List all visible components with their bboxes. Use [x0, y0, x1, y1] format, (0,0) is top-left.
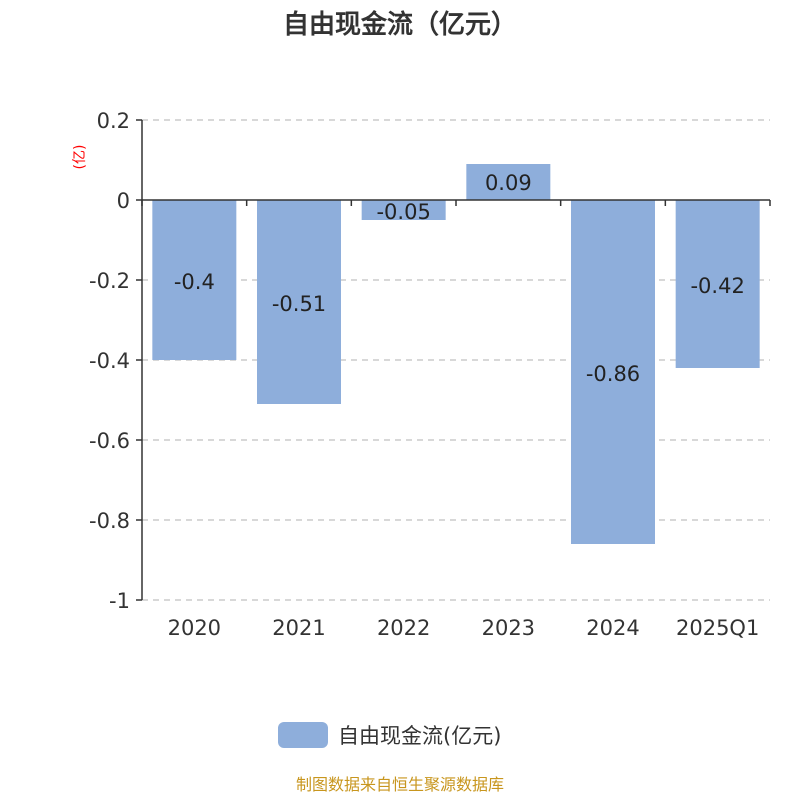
legend-swatch — [278, 722, 328, 748]
bar-2021 — [257, 200, 341, 404]
data-label: -0.05 — [376, 200, 430, 224]
legend[interactable]: 自由现金流(亿元) — [278, 722, 501, 748]
data-label: 0.09 — [485, 171, 532, 195]
legend-label: 自由现金流(亿元) — [338, 724, 501, 748]
y-tick-label: -0.6 — [89, 429, 130, 453]
bar-2023 — [466, 164, 551, 200]
y-tick-label: -0.2 — [89, 269, 130, 293]
x-tick-label: 2020 — [168, 616, 221, 640]
bar-2020 — [152, 200, 237, 360]
y-tick-label: -0.4 — [89, 349, 130, 373]
bar-2025Q1 — [675, 200, 760, 368]
y-axis-label: (亿) — [72, 145, 88, 170]
x-tick-label: 2021 — [272, 616, 325, 640]
x-tick-label: 2022 — [377, 616, 430, 640]
y-tick-label: -1 — [109, 589, 130, 613]
chart-title: 自由现金流（亿元） — [283, 9, 517, 40]
y-tick-label: 0 — [117, 189, 130, 213]
source-footer: 制图数据来自恒生聚源数据库 — [296, 775, 504, 794]
bar-2024 — [571, 200, 655, 544]
bar-2022 — [361, 200, 446, 220]
data-label: -0.51 — [272, 292, 326, 316]
x-tick-label: 2025Q1 — [676, 616, 759, 640]
y-tick-label: 0.2 — [97, 109, 130, 133]
y-tick-label: -0.8 — [89, 509, 130, 533]
data-label: -0.86 — [586, 362, 640, 386]
x-tick-label: 2023 — [482, 616, 535, 640]
x-tick-label: 2024 — [586, 616, 639, 640]
data-label: -0.4 — [174, 270, 215, 294]
data-label: -0.42 — [690, 274, 744, 298]
